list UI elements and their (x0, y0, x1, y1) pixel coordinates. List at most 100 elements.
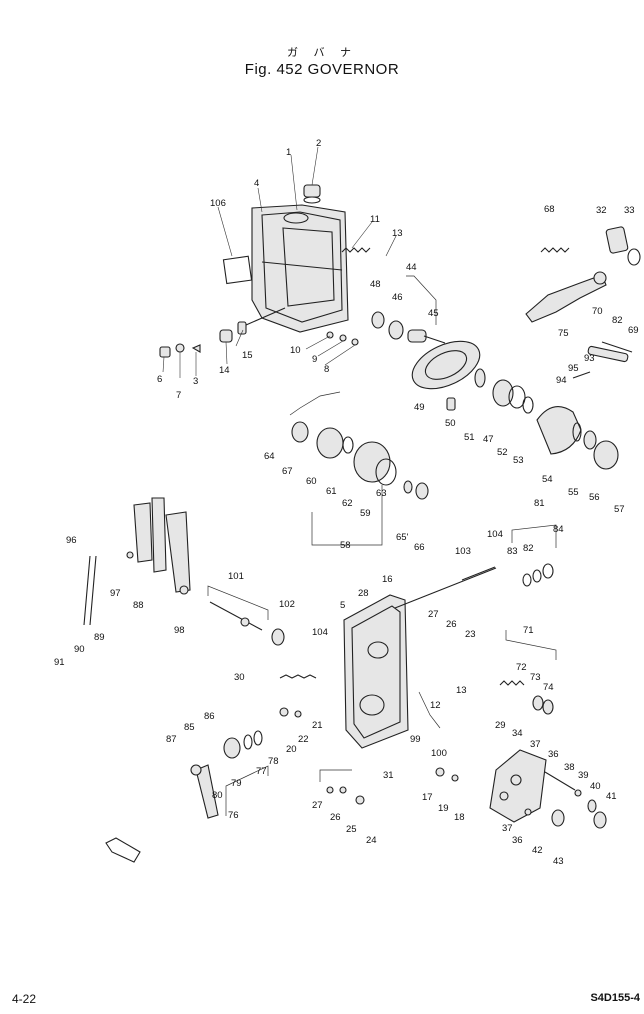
callout-104-left: 104 (312, 627, 328, 638)
callout-6: 6 (157, 374, 162, 385)
lever-assembly-left (83, 497, 191, 626)
document-code: S4D155-4 (590, 992, 640, 1004)
callout-36-lower: 36 (512, 835, 523, 846)
callout-53: 53 (513, 455, 524, 466)
callout-72: 72 (516, 662, 527, 673)
callout-12: 12 (430, 700, 441, 711)
cover-plate-29 (489, 749, 547, 823)
callout-82-right: 82 (612, 315, 623, 326)
spring-part-30 (279, 674, 317, 679)
callout-labels: 1 2 3 4 6 7 8 9 10 11 13 14 15 106 44 45… (54, 138, 639, 867)
callout-98: 98 (174, 625, 185, 636)
callout-89: 89 (94, 632, 105, 643)
bearing-rings-47-53 (446, 368, 534, 414)
upper-housing (251, 204, 349, 333)
callout-40: 40 (590, 781, 601, 792)
leader-lines (162, 146, 557, 816)
callout-3: 3 (193, 376, 198, 387)
callout-31: 31 (383, 770, 394, 781)
flyweight-housing-49 (411, 340, 481, 390)
callout-17: 17 (422, 792, 433, 803)
callout-59: 59 (360, 508, 371, 519)
callout-8: 8 (324, 364, 329, 375)
callout-42: 42 (532, 845, 543, 856)
callout-11: 11 (370, 214, 380, 225)
callout-94: 94 (556, 375, 567, 386)
callout-15: 15 (242, 350, 253, 361)
direction-arrow (105, 837, 141, 863)
callout-27-lower: 27 (312, 800, 323, 811)
callout-79: 79 (231, 778, 242, 789)
callout-95: 95 (568, 363, 579, 374)
callout-71: 71 (523, 625, 534, 636)
callout-33: 33 (624, 205, 635, 216)
callout-87: 87 (166, 734, 177, 745)
callout-37-upper: 37 (530, 739, 541, 750)
gasket-part-106 (222, 255, 253, 285)
callout-67: 67 (282, 466, 293, 477)
callout-62-left: 62 (342, 498, 353, 509)
title-katakana: ガ バ ナ (287, 46, 357, 59)
callout-18: 18 (454, 812, 465, 823)
callout-99: 99 (410, 734, 421, 745)
callout-28: 28 (358, 588, 369, 599)
callout-106: 106 (210, 198, 226, 209)
callout-55: 55 (568, 487, 579, 498)
callout-91: 91 (54, 657, 65, 668)
callout-46: 46 (392, 292, 403, 303)
cap-part-2 (303, 184, 321, 204)
callout-32: 32 (596, 205, 607, 216)
linkage-93-95 (572, 341, 633, 379)
callout-38: 38 (564, 762, 575, 773)
callout-1: 1 (286, 147, 291, 158)
callout-7: 7 (176, 390, 181, 401)
callout-44: 44 (406, 262, 417, 273)
callout-34: 34 (512, 728, 523, 739)
shaft-assembly-44-48 (371, 311, 446, 344)
callout-70: 70 (592, 306, 603, 317)
callout-22: 22 (298, 734, 309, 745)
callout-37-lower: 37 (502, 823, 513, 834)
main-body-16 (343, 594, 409, 749)
callout-48: 48 (370, 279, 381, 290)
callout-84: 84 (553, 524, 564, 535)
shaft-part-101 (209, 601, 285, 646)
callout-21: 21 (312, 720, 323, 731)
ring-stack-81-84 (522, 563, 554, 587)
callout-13-lower: 13 (456, 685, 467, 696)
callout-51: 51 (464, 432, 475, 443)
small-parts-36-43 (524, 771, 607, 829)
callout-76: 76 (228, 810, 239, 821)
callout-29: 29 (495, 720, 506, 731)
callout-88: 88 (133, 600, 144, 611)
callout-63: 63 (376, 488, 387, 499)
lever-lower-left (190, 730, 263, 819)
callout-20: 20 (286, 744, 297, 755)
callout-104-right: 104 (487, 529, 503, 540)
callout-10: 10 (290, 345, 301, 356)
callout-96: 96 (66, 535, 77, 546)
callout-86: 86 (204, 711, 215, 722)
rod-part-103 (394, 566, 497, 609)
callout-23: 23 (465, 629, 476, 640)
callout-78: 78 (268, 756, 279, 767)
lever-group-68-75 (525, 226, 641, 323)
callout-41: 41 (606, 791, 617, 802)
callout-19: 19 (438, 803, 449, 814)
callout-54: 54 (542, 474, 553, 485)
shaft-group-58-67 (291, 421, 429, 500)
callout-97: 97 (110, 588, 121, 599)
callout-80: 80 (212, 790, 223, 801)
callout-49: 49 (414, 402, 425, 413)
callout-75: 75 (558, 328, 569, 339)
bolt-set-8-10 (326, 331, 359, 346)
callout-43: 43 (553, 856, 564, 867)
callout-36-upper: 36 (548, 749, 559, 760)
callout-27-upper: 27 (428, 609, 439, 620)
callout-64: 64 (264, 451, 275, 462)
page-number: 4-22 (12, 992, 37, 1006)
callout-14: 14 (219, 365, 230, 376)
callout-74: 74 (543, 682, 554, 693)
